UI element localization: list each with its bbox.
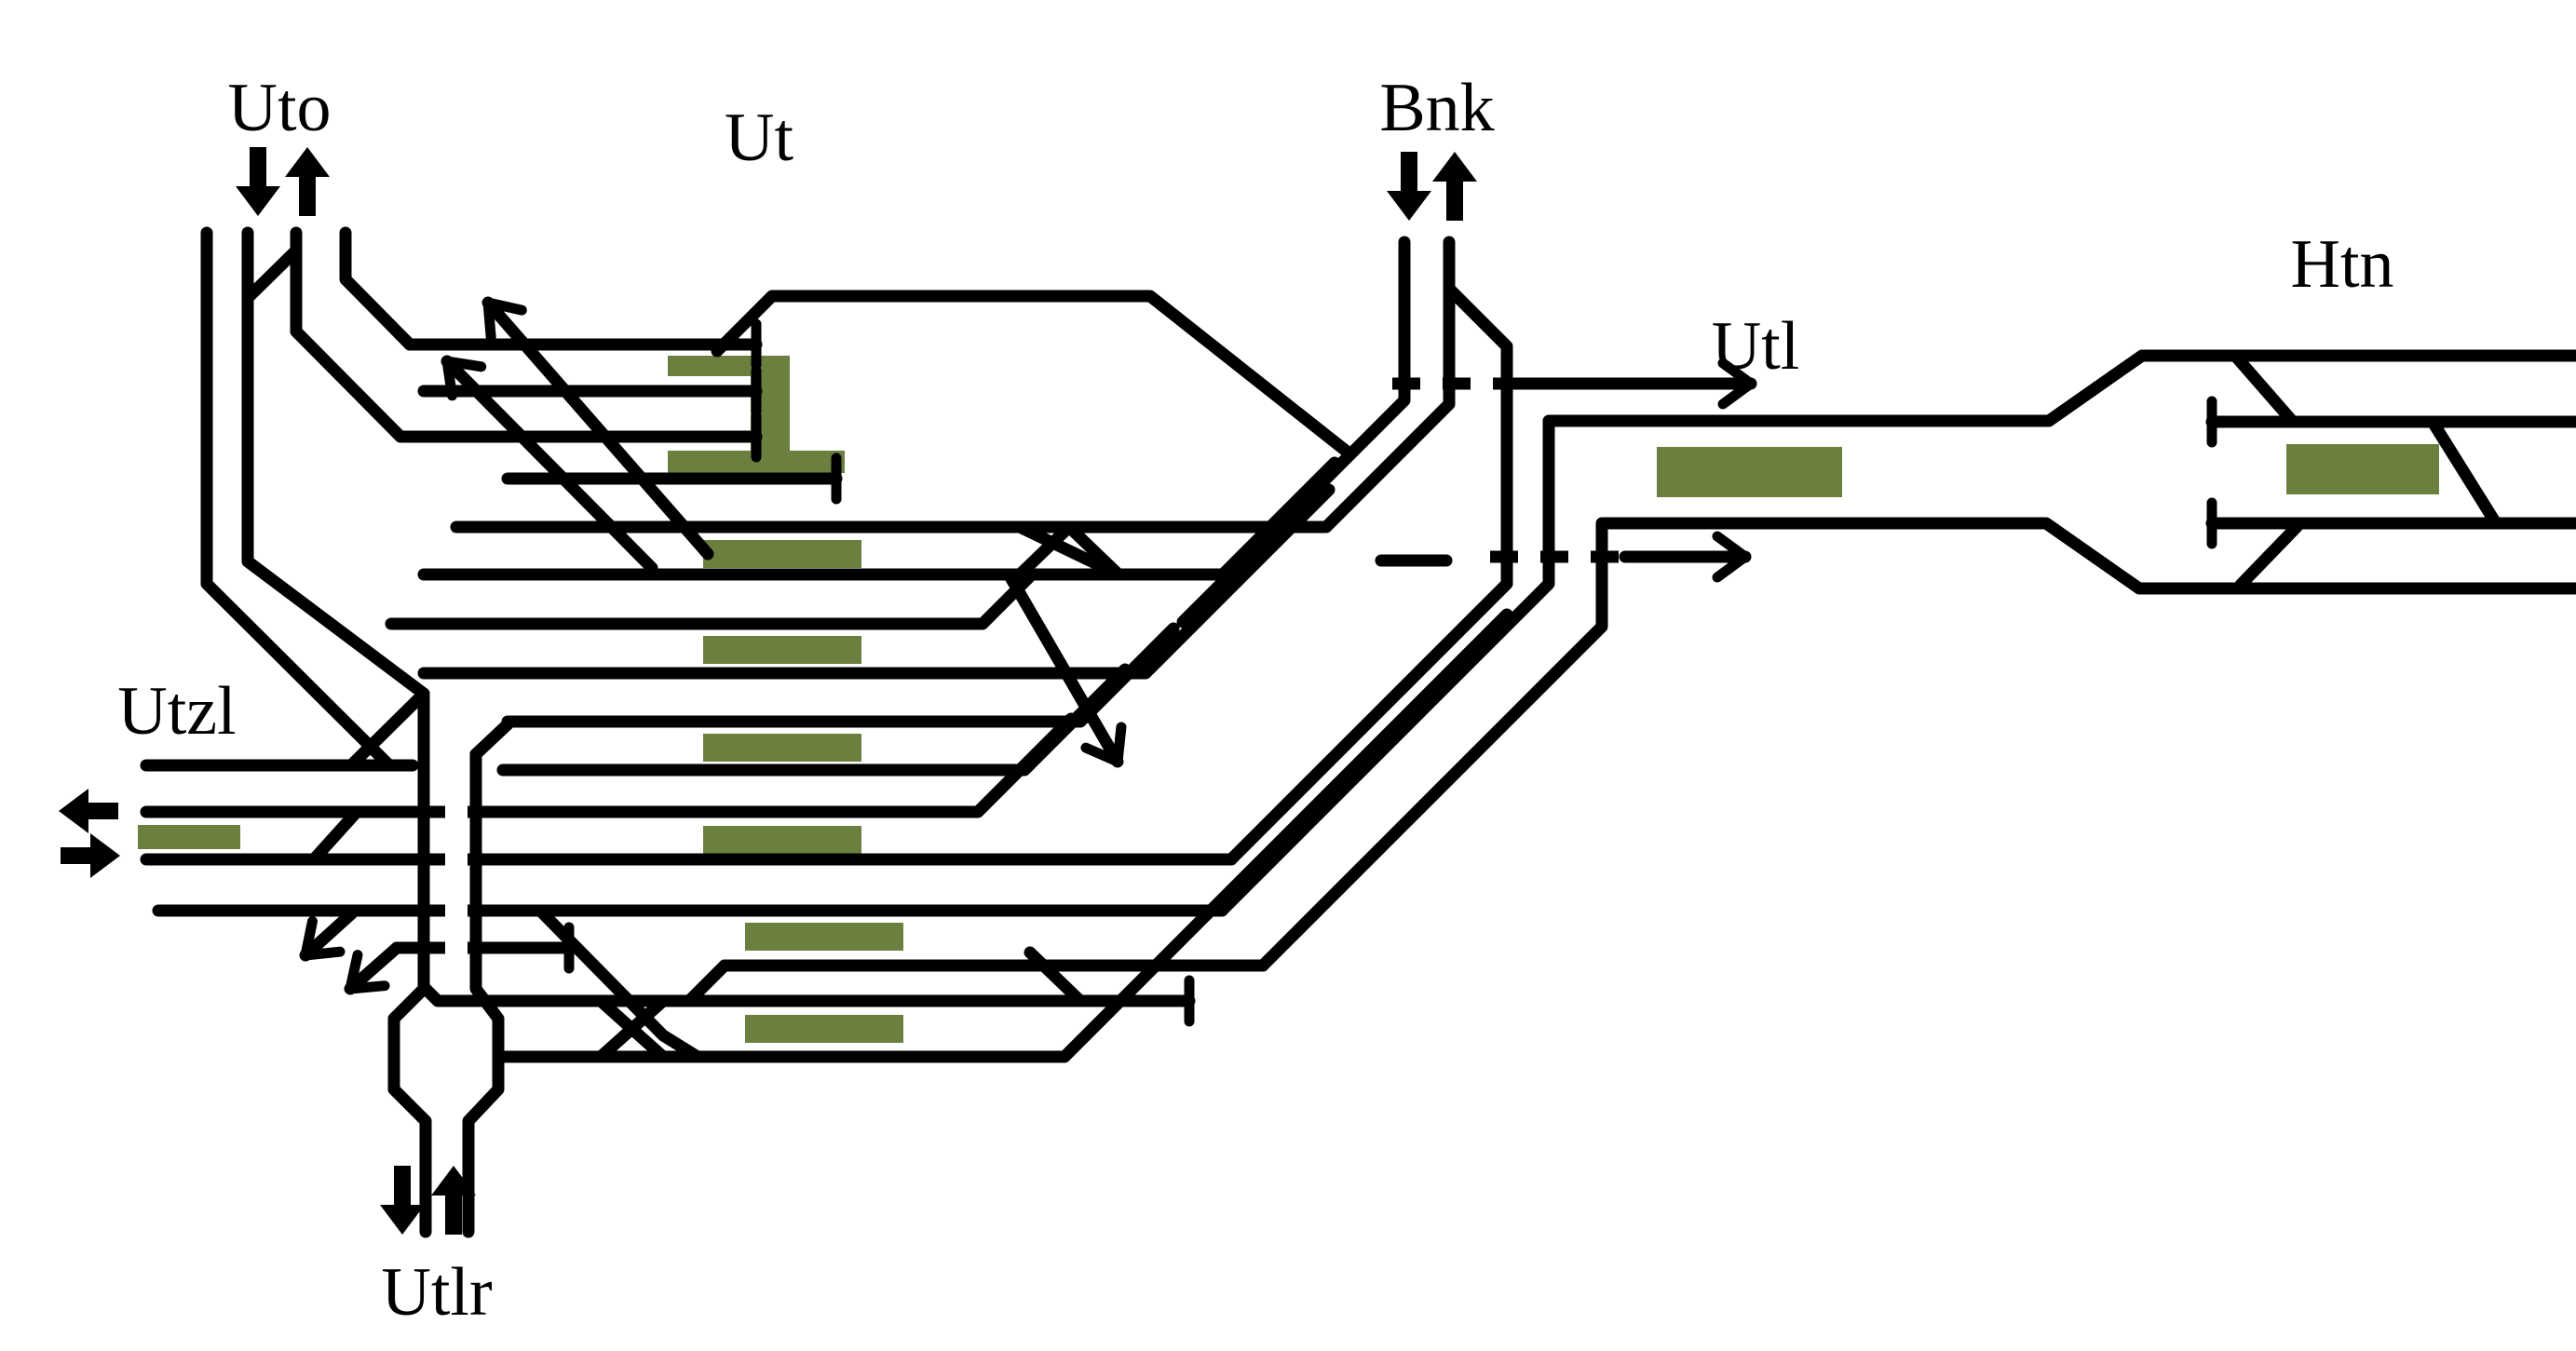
bnk-left-leg — [1176, 236, 1411, 628]
utzl-platform — [138, 825, 240, 849]
tracks-layer — [140, 226, 2576, 1238]
yard-diag-south — [534, 904, 704, 1063]
uto-up-arrow — [285, 147, 330, 216]
direction-arrows-layer — [59, 147, 1477, 1235]
uto-down-arrow — [236, 147, 280, 216]
bnk-right-leg — [1225, 282, 1513, 866]
htn-crossover-3 — [2234, 520, 2303, 591]
uto-track-2 — [241, 226, 430, 700]
station-label-uto: Uto — [228, 70, 332, 146]
utzl-switch — [307, 805, 363, 866]
yard-exit-southwest-1-arrow — [299, 904, 361, 962]
station-label-htn: Htn — [2291, 226, 2394, 303]
utzl-branch — [345, 687, 430, 772]
utl-platform — [1657, 447, 1842, 497]
yard-track-4 — [417, 483, 1335, 680]
bnk-up-arrow — [1432, 152, 1477, 221]
utlr-right-feeder — [469, 718, 514, 761]
yard-exit-northwest-1-arrow — [481, 296, 714, 561]
buffer-stops-layer — [563, 318, 2217, 1027]
yard-exit-northwest-2-arrow — [441, 355, 658, 574]
bnk-down-arrow — [1387, 152, 1431, 221]
yard-bowtie-peak — [1013, 520, 1125, 581]
station-label-utl: Utl — [1712, 308, 1800, 385]
uto-crossover — [241, 244, 303, 304]
utlr-down-arrow — [380, 1166, 425, 1235]
dashed-routes-layer — [417, 377, 1625, 954]
yard-bowtie-diag — [1013, 520, 1125, 581]
utzl-in-arrow — [61, 833, 120, 878]
uto-track-3-stub — [290, 226, 763, 443]
yard-track-1 — [450, 236, 1456, 534]
platforms-layer — [138, 356, 2439, 1043]
route-arrows-layer — [299, 296, 1757, 995]
utlr-track-right — [462, 748, 505, 1238]
utlr-up-arrow — [431, 1166, 476, 1235]
yard-track-10-feed — [683, 959, 731, 1007]
yard-track-12 — [492, 608, 1513, 1063]
yard-track-3 — [385, 571, 1036, 630]
yard-platform-2 — [703, 636, 861, 664]
htn-crossover-2 — [2426, 415, 2502, 530]
yard-platform-6 — [745, 1015, 903, 1043]
utzl-out-arrow — [59, 789, 118, 833]
yard-x2-b — [594, 994, 670, 1063]
yard-track-11 — [419, 982, 1196, 1007]
station-label-bnk: Bnk — [1379, 70, 1494, 146]
htn-crossover-1 — [2229, 349, 2299, 428]
yard-platform-3 — [703, 734, 861, 762]
bnk-to-yard-route-arrow — [1004, 571, 1127, 768]
station-label-utzl: Utzl — [117, 673, 236, 750]
yard-exit-southwest-2-arrow — [344, 941, 403, 995]
htn-platform — [2286, 444, 2439, 494]
yard-platform-4 — [703, 826, 861, 854]
uto-track-1 — [200, 226, 396, 772]
station-label-utlr: Utlr — [381, 1254, 492, 1331]
utlr-track-left — [387, 687, 432, 1238]
station-label-ut: Ut — [725, 100, 793, 176]
yard-platform-1 — [703, 540, 861, 568]
yard-platform-5 — [745, 923, 903, 951]
uto-track-4-stub — [339, 226, 763, 351]
utl-htn-upper — [1215, 349, 2576, 917]
ut-bnk-hump — [711, 290, 1357, 461]
yard-track-7 — [468, 712, 1078, 818]
utl-htn-lower — [1256, 517, 2576, 972]
